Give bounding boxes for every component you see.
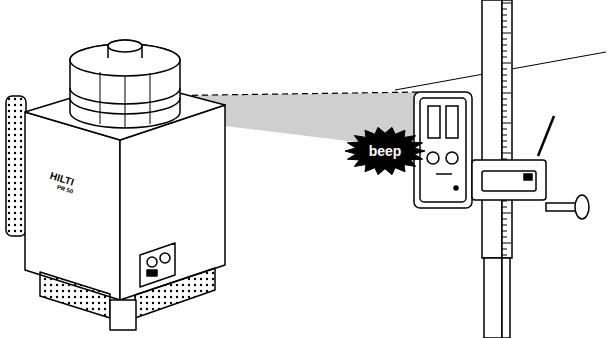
- receiver-clamp: [472, 116, 589, 219]
- sound-text: beep: [369, 143, 402, 159]
- burst-callout: beep: [344, 126, 426, 176]
- rotating-laser: [6, 40, 225, 330]
